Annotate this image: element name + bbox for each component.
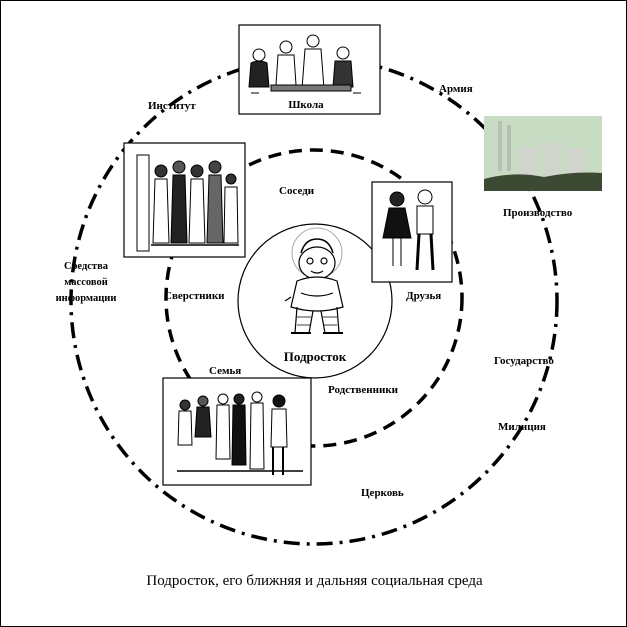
production-photo: [484, 116, 602, 191]
peers-box: [123, 142, 246, 258]
police-label: Милиция: [498, 421, 546, 433]
state-label: Государство: [494, 355, 554, 367]
friends-box: [371, 181, 453, 283]
family-group-illustration: [177, 391, 303, 475]
teen-boy-illustration: [284, 227, 344, 334]
family-box: [162, 377, 312, 486]
outer-ring: [69, 56, 559, 546]
teen-crowd-illustration: [136, 154, 239, 252]
peers-label: Сверстники: [164, 290, 225, 302]
boy-girl-illustration: [382, 189, 435, 271]
army-label: Армия: [439, 83, 473, 95]
teen-label: Подросток: [284, 349, 347, 364]
church-label: Церковь: [361, 487, 404, 499]
factory-cooling-towers-photo: [484, 121, 602, 191]
school-box: Школа: [238, 24, 381, 115]
school-label: Школа: [288, 99, 324, 111]
institute-label: Институт: [148, 100, 196, 112]
family-label: Семья: [209, 365, 241, 377]
media-label-line3: информации: [56, 293, 117, 304]
neighbors-label: Соседи: [279, 185, 315, 197]
inner-ring: [164, 148, 464, 448]
relatives-label: Родственники: [328, 384, 399, 396]
production-label: Производство: [503, 207, 573, 219]
media-label-line2: массовой: [64, 277, 108, 288]
diagram-caption: Подросток, его ближняя и дальняя социаль…: [146, 573, 483, 589]
friends-label: Друзья: [406, 290, 441, 302]
media-label-line1: Средства: [64, 261, 109, 272]
school-group-illustration: [248, 34, 361, 94]
